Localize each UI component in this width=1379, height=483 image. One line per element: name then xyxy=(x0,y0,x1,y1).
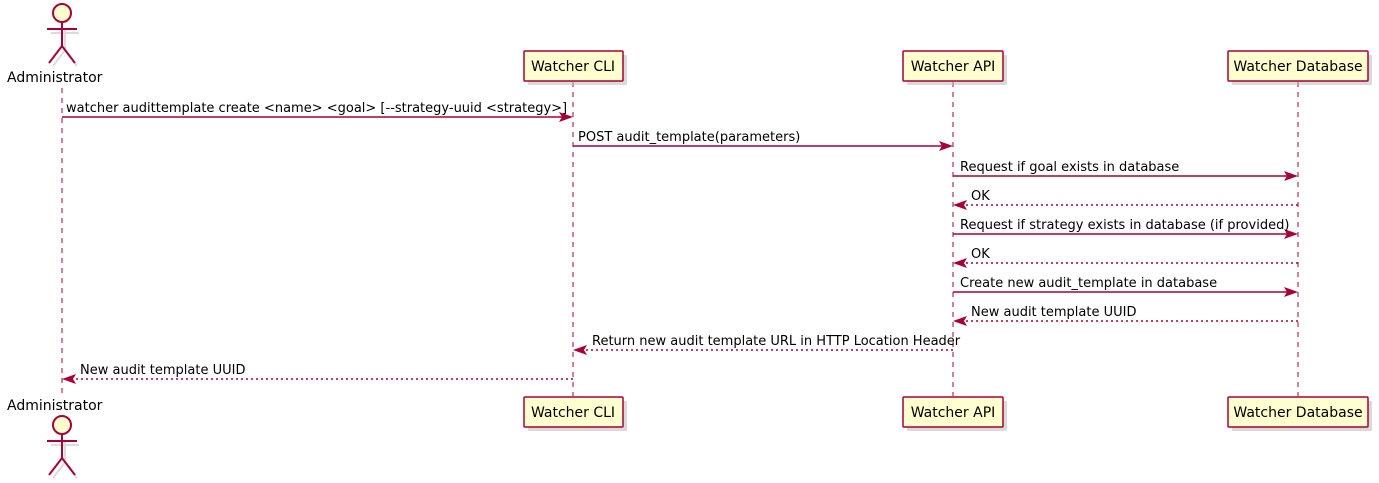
message-arrow-head xyxy=(939,141,953,151)
message-7: Create new audit_template in database xyxy=(953,276,1298,297)
participant-box[interactable] xyxy=(902,396,1004,428)
participant-box[interactable] xyxy=(902,50,1004,82)
message-arrow-head xyxy=(62,374,76,384)
message-label: watcher audittemplate create <name> <goa… xyxy=(66,101,567,116)
message-arrow-head xyxy=(1284,171,1298,181)
actor-label-administrator-bottom: Administrator xyxy=(7,398,103,414)
actor-shadow-bottom xyxy=(51,440,79,479)
message-label: New audit template UUID xyxy=(971,305,1136,320)
actor-label-administrator-top: Administrator xyxy=(7,70,103,86)
message-2: POST audit_template(parameters) xyxy=(573,130,953,151)
lifelines xyxy=(61,82,1299,396)
participant-watcher-cli-top[interactable]: Watcher CLI xyxy=(523,50,627,85)
actor-shadow-top xyxy=(51,28,79,67)
participant-label-watcher-api-top: Watcher API xyxy=(911,59,996,75)
participant-watcher-db-bottom[interactable]: Watcher Database xyxy=(1227,396,1372,431)
participant-label-watcher-api-bottom: Watcher API xyxy=(911,405,996,421)
message-arrow-head xyxy=(953,258,967,268)
actor-head-icon xyxy=(52,3,72,23)
participant-watcher-cli-bottom[interactable]: Watcher CLI xyxy=(523,396,627,431)
message-8: New audit template UUID xyxy=(953,305,1298,326)
message-arrow-head xyxy=(953,200,967,210)
actor-body-icon xyxy=(47,23,77,64)
message-label: OK xyxy=(971,247,990,262)
actor-administrator-top: Administrator xyxy=(7,3,103,86)
participant-watcher-api-bottom[interactable]: Watcher API xyxy=(902,396,1007,431)
message-label: Request if goal exists in database xyxy=(960,160,1179,175)
message-5: Request if strategy exists in database (… xyxy=(953,218,1298,239)
message-label: POST audit_template(parameters) xyxy=(578,130,800,145)
participant-box[interactable] xyxy=(523,396,624,428)
message-arrow-head xyxy=(1284,229,1298,239)
participant-watcher-api-top[interactable]: Watcher API xyxy=(902,50,1007,85)
message-label: Create new audit_template in database xyxy=(960,276,1217,291)
message-9: Return new audit template URL in HTTP Lo… xyxy=(573,334,961,355)
participant-label-watcher-db-top: Watcher Database xyxy=(1233,59,1362,75)
message-label: OK xyxy=(971,189,990,204)
message-label: Return new audit template URL in HTTP Lo… xyxy=(592,334,961,349)
participant-watcher-db-top[interactable]: Watcher Database xyxy=(1227,50,1372,85)
message-arrow-head xyxy=(1284,287,1298,297)
message-label: New audit template UUID xyxy=(80,363,245,378)
participant-box[interactable] xyxy=(1227,396,1369,428)
participant-label-watcher-cli-top: Watcher CLI xyxy=(531,59,615,75)
message-arrow-head xyxy=(573,345,587,355)
message-arrow-head xyxy=(953,316,967,326)
message-4: OK xyxy=(953,189,1298,210)
participant-box[interactable] xyxy=(1227,50,1369,82)
actor-body-icon xyxy=(47,435,77,476)
actor-head-icon xyxy=(52,415,72,435)
message-1: watcher audittemplate create <name> <goa… xyxy=(62,101,573,122)
message-3: Request if goal exists in database xyxy=(953,160,1298,181)
message-arrow-head xyxy=(559,112,573,122)
message-10: New audit template UUID xyxy=(62,363,573,384)
participant-box[interactable] xyxy=(523,50,624,82)
participant-label-watcher-cli-bottom: Watcher CLI xyxy=(531,405,615,421)
message-label: Request if strategy exists in database (… xyxy=(960,218,1289,233)
participant-label-watcher-db-bottom: Watcher Database xyxy=(1233,405,1362,421)
message-6: OK xyxy=(953,247,1298,268)
actor-administrator-bottom: Administrator xyxy=(7,398,103,479)
